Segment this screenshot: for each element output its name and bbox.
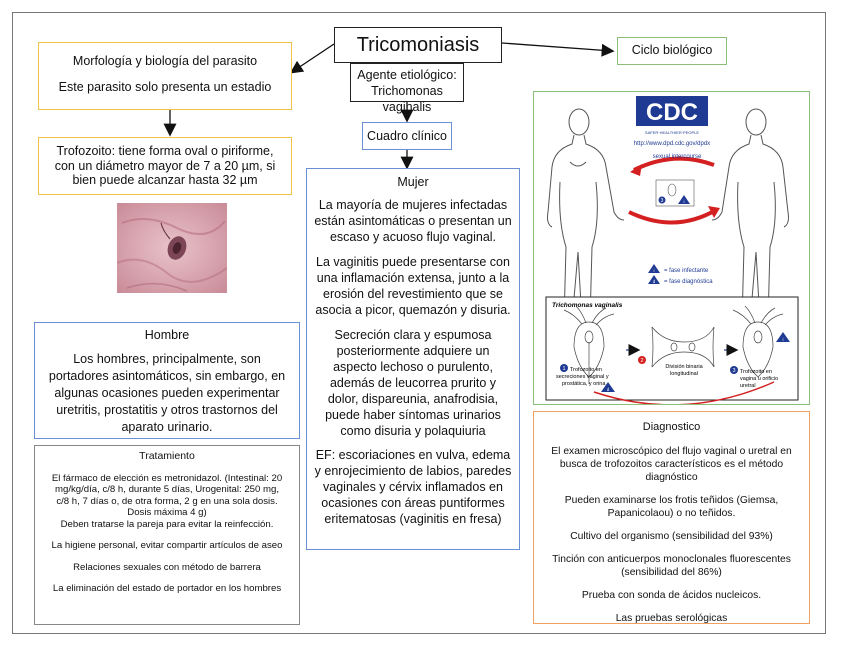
legend-diagnostic-icon [648, 275, 660, 284]
morfologia-text: Este parasito solo presenta un estadio [58, 80, 272, 94]
cdc-logo [636, 96, 708, 126]
trophozoite-1-icon [563, 305, 615, 384]
cycle-arrow-top [633, 156, 715, 172]
panel-return-arrow [593, 381, 775, 404]
trofozoito-micrograph [117, 203, 227, 293]
diagnostico-line: Tinción con anticuerpos monoclonales flu… [552, 554, 791, 578]
diagnostico-box: Diagnostico El examen microscópico del f… [533, 411, 810, 624]
mujer-paragraph: EF: escoriaciones en vulva, edema y enro… [314, 448, 512, 526]
hombre-text: Los hombres, principalmente, son portado… [48, 352, 286, 434]
legend-diagnostic: = fase diagnóstica [664, 279, 713, 285]
panel-marker-d: d [607, 387, 610, 392]
step3-line: Trofozoito en [740, 369, 772, 375]
female-figure-icon [547, 108, 625, 323]
legend-marker-i: i [654, 268, 655, 273]
cdc-url: http://www.dpd.cdc.gov/dpdx [634, 141, 710, 147]
agente-box: Agente etiológico: Trichomonas vaginalis [350, 63, 464, 114]
trofozoito-box: Trofozoito: tiene forma oval o piriforme… [38, 137, 292, 195]
step1-line: prostática, y orina [562, 381, 606, 387]
morfologia-box: Morfología y biología del parasito Este … [38, 42, 292, 110]
main-title: Tricomoniasis [334, 27, 502, 63]
morfologia-heading: Morfología y biología del parasito [72, 54, 258, 68]
step3-panel-num: 3 [732, 368, 735, 374]
step2-line: División binaria [665, 364, 703, 370]
diagnostico-line: Prueba con sonda de ácidos nucleicos. [581, 590, 762, 601]
ciclo-biologico-box: Ciclo biológico [617, 37, 727, 65]
step2-num: 2 [640, 358, 643, 364]
triangle-i-icon [678, 195, 690, 204]
tratamiento-heading: Tratamiento [139, 450, 195, 462]
step1-marker-icon [560, 364, 568, 372]
cdc-tagline: SAFER·HEALTHIER·PEOPLE [645, 130, 699, 135]
tratamiento-line: La higiene personal, evitar compartir ar… [51, 540, 283, 551]
tratamiento-line: Deben tratarse la pareja para evitar la … [60, 518, 274, 530]
panel-title: Trichomonas vaginalis [552, 302, 623, 309]
diagnostico-line: Las pruebas serológicas [615, 613, 728, 624]
step3-line: uretral [740, 383, 756, 389]
cdc-lifecycle-diagram: CDC SAFER·HEALTHIER·PEOPLE http://www.dp… [545, 96, 799, 404]
step1-line: secreciones vaginal y [556, 374, 609, 380]
arrow-to-morfologia [289, 43, 335, 74]
diagnostico-line: Cultivo del organismo (sensibilidad del … [570, 531, 773, 542]
mujer-paragraph: La mayoría de mujeres infectadas están a… [314, 198, 512, 244]
cuadro-clinico-box: Cuadro clínico [362, 122, 452, 150]
step2-line: longitudinal [670, 371, 698, 377]
tratamiento-box: Tratamiento El fármaco de elección es me… [34, 445, 300, 625]
hombre-heading: Hombre [144, 328, 190, 342]
legend-marker-d: d [653, 279, 656, 284]
tratamiento-line: Relaciones sexuales con método de barrer… [73, 561, 261, 573]
panel-marker-i: i [783, 337, 784, 342]
diagnostico-heading: Diagnostico [642, 421, 701, 433]
step3-panel-marker-icon [730, 366, 738, 374]
male-figure-icon [711, 108, 789, 323]
arrow-to-ciclo [501, 42, 615, 57]
sexual-label: sexual intercourse [653, 154, 702, 160]
mujer-box: Mujer La mayoría de mujeres infectadas e… [306, 168, 520, 550]
cdc-logo-text: CDC [646, 99, 698, 126]
step3-line: vagina u orificio [740, 376, 778, 382]
triangle-i-panel-icon [776, 332, 790, 342]
tratamiento-line: El fármaco de elección es metronidazol. … [51, 472, 283, 519]
step1-num: 1 [562, 366, 565, 372]
tratamiento-line: La eliminación del estado de portador en… [52, 583, 282, 594]
step1-line: Trofozoito en [570, 367, 602, 373]
trophozoite-3-icon [732, 305, 784, 378]
step3-num: 3 [661, 198, 664, 204]
step3-marker-icon [658, 196, 666, 204]
agente-line: Agente etiológico: [357, 68, 457, 82]
trofozoito-line: con un diámetro mayor de 7 a 20 µm, si [54, 158, 276, 173]
trofozoito-line: Trofozoito: tiene forma oval o piriforme… [56, 144, 274, 158]
legend-infective-icon [648, 264, 660, 273]
trichomonas-panel [545, 296, 799, 401]
step2-marker-icon [638, 356, 646, 364]
triangle-d-panel-icon [601, 382, 615, 392]
mujer-paragraph: Secreción clara y espumosa posteriorment… [325, 328, 501, 438]
page-frame [12, 12, 826, 634]
cycle-arrow-bottom [628, 208, 717, 225]
binary-division-icon [651, 326, 715, 368]
diagnostico-line: Pueden examinarse los frotis teñidos (Gi… [564, 495, 779, 519]
agente-line: Trichomonas vaginalis [371, 84, 443, 114]
diagnostico-line: El examen microscópico del flujo vaginal… [551, 446, 792, 483]
hombre-box: Hombre Los hombres, principalmente, son … [34, 322, 300, 439]
legend-infective: = fase infectante [664, 268, 709, 274]
mujer-heading: Mujer [397, 175, 429, 189]
mujer-paragraph: La vaginitis puede presentarse con una i… [315, 255, 511, 317]
trofozoito-line: bien puede alcanzar hasta 32 µm [72, 173, 258, 187]
marker-i: i [684, 199, 685, 204]
